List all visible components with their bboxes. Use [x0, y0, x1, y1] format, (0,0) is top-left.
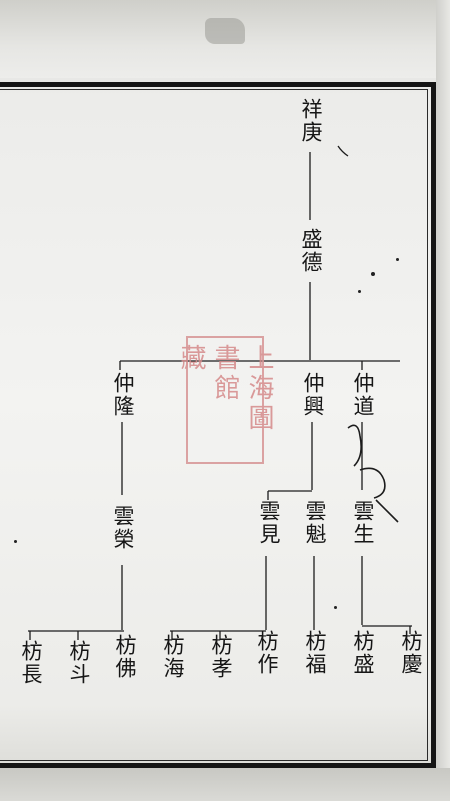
ink-stray-stroke [337, 145, 349, 157]
ink-speck [396, 258, 399, 261]
ink-scribble [347, 424, 399, 523]
name-fangfu: 枋福 [303, 630, 327, 676]
ink-speck [358, 290, 361, 293]
paper-damage-mark [205, 18, 245, 44]
name-zhongdao: 仲道 [351, 372, 375, 418]
name-fanghai: 枋海 [161, 634, 185, 680]
library-seal-stamp: 上海圖 書館 藏 [176, 336, 274, 464]
name-fangxiao: 枋孝 [209, 634, 233, 680]
name-yunjian: 雲見 [257, 500, 281, 546]
name-fangzuo: 枋作 [255, 630, 279, 676]
name-yunrong: 雲榮 [111, 505, 135, 551]
name-fangdou: 枋斗 [67, 640, 91, 686]
ink-speck [334, 606, 337, 609]
name-fangfo: 枋佛 [113, 634, 137, 680]
seal-text-line-3: 藏 [176, 344, 206, 374]
page-frame-outer [0, 82, 436, 768]
name-fangsheng: 枋盛 [351, 630, 375, 676]
page-spine-edge [436, 0, 450, 801]
page-frame-inner [0, 89, 428, 761]
name-zhongxing: 仲興 [301, 372, 325, 418]
name-fangqing: 枋慶 [399, 630, 423, 676]
name-shengde: 盛德 [299, 228, 323, 274]
name-yunkui: 雲魁 [303, 500, 327, 546]
seal-text-line-2: 書館 [210, 344, 240, 404]
bottom-margin [0, 768, 450, 801]
seal-text-line-1: 上海圖 [244, 344, 274, 434]
name-xianggeng: 祥庚 [299, 98, 323, 144]
name-fangzhang: 枋長 [19, 640, 43, 686]
ink-speck [14, 540, 17, 543]
name-zhonglong: 仲隆 [111, 372, 135, 418]
name-yunsheng: 雲生 [351, 500, 375, 546]
ink-speck [371, 272, 375, 276]
